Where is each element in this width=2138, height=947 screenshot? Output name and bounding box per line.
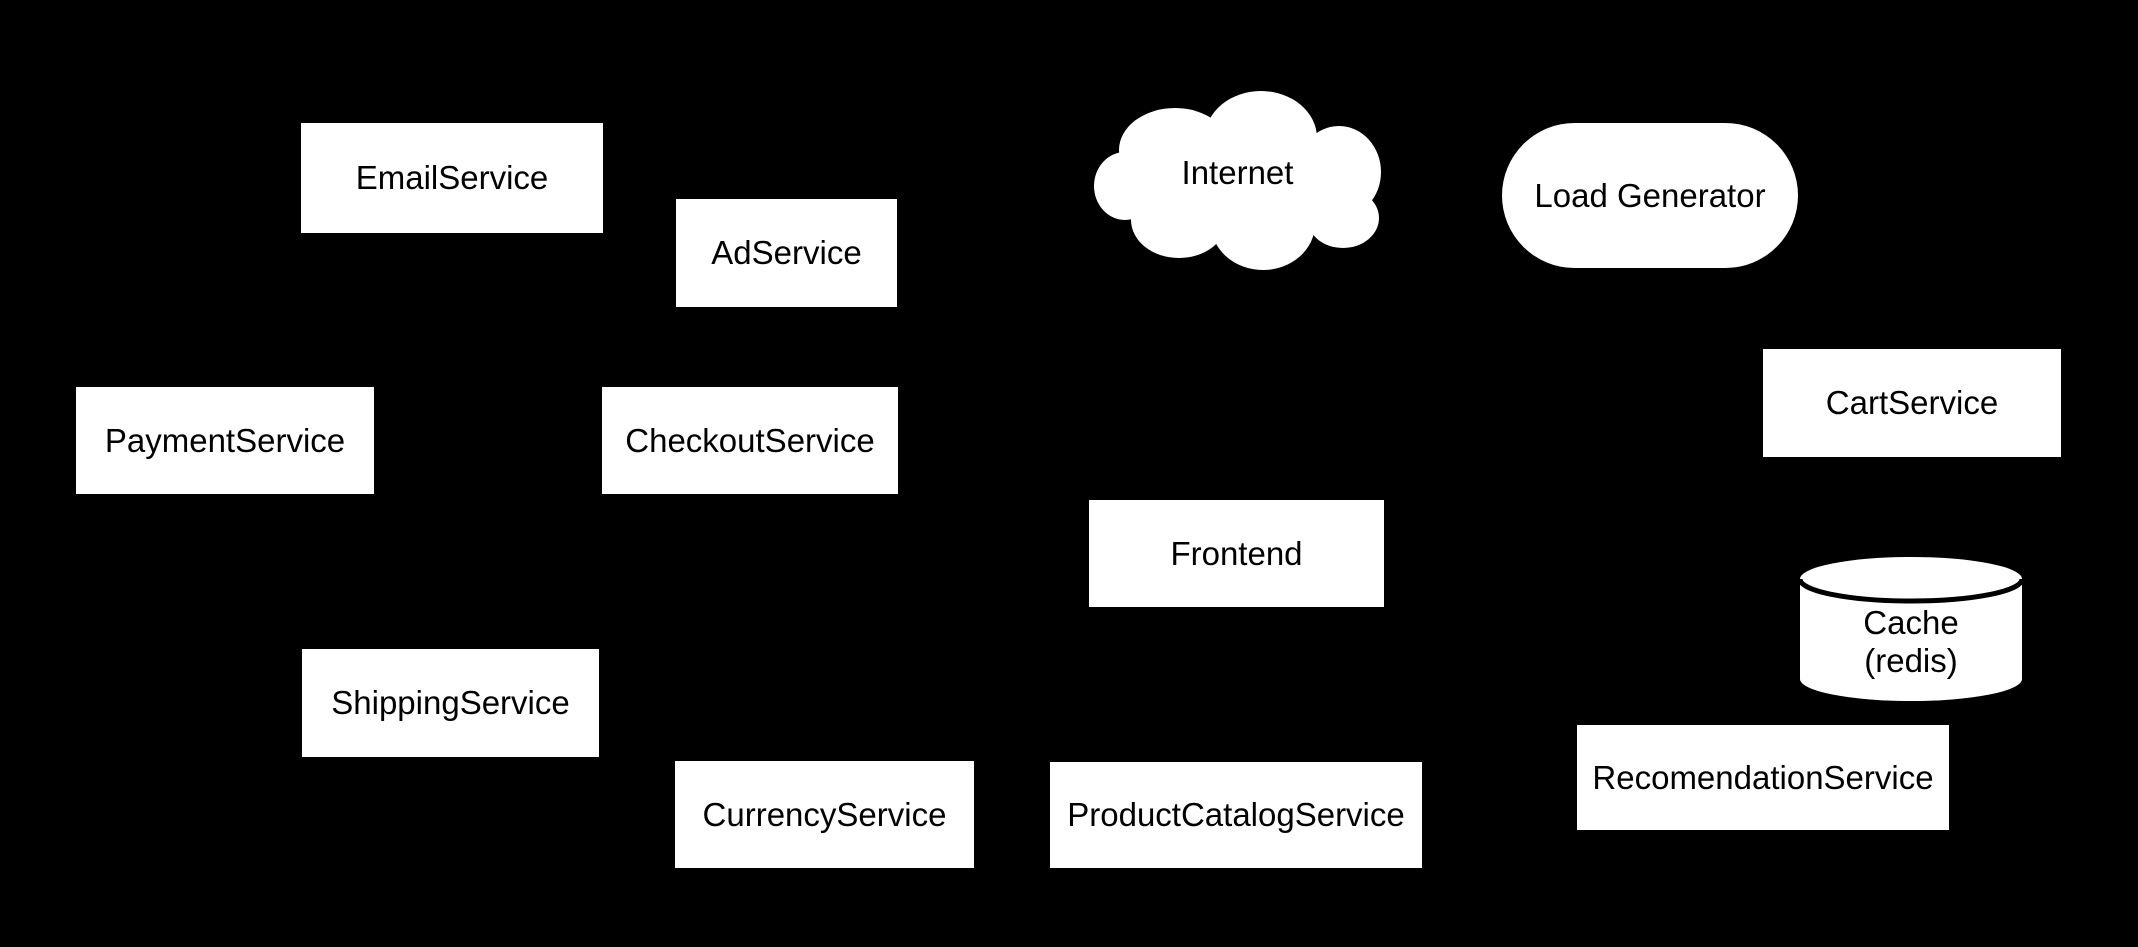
node-label-internet: Internet: [1181, 153, 1294, 191]
node-label-load-generator: Load Generator: [1534, 176, 1766, 214]
node-label-payment-service: PaymentService: [104, 421, 346, 459]
node-ad-service: AdService: [676, 199, 897, 307]
internet-cloud-icon: [1094, 91, 1381, 270]
node-shipping-service: ShippingService: [302, 649, 599, 757]
node-payment-service: PaymentService: [76, 387, 374, 494]
node-product-catalog-service: ProductCatalogService: [1050, 762, 1422, 868]
node-cart-service: CartService: [1763, 349, 2061, 457]
node-currency-service: CurrencyService: [675, 761, 974, 868]
node-label-frontend: Frontend: [1170, 534, 1303, 572]
node-email-service: EmailService: [301, 123, 603, 233]
node-label-product-catalog-service: ProductCatalogService: [1067, 796, 1405, 834]
node-label-cache-redis: Cache (redis): [1863, 604, 1959, 679]
node-checkout-service: CheckoutService: [602, 387, 898, 494]
node-label-recomendation-service: RecomendationService: [1592, 758, 1934, 796]
node-cache-redis: Cache (redis): [1800, 555, 2022, 703]
node-label-cart-service: CartService: [1825, 384, 1999, 422]
node-label-ad-service: AdService: [711, 234, 862, 272]
node-label-checkout-service: CheckoutService: [625, 421, 875, 459]
node-internet: Internet: [1093, 88, 1382, 273]
node-label-shipping-service: ShippingService: [331, 684, 570, 722]
node-label-currency-service: CurrencyService: [702, 795, 947, 833]
database-cylinder-icon: [1800, 557, 2022, 701]
node-recomendation-service: RecomendationService: [1577, 725, 1949, 830]
node-load-generator: Load Generator: [1502, 123, 1798, 268]
node-label-email-service: EmailService: [355, 159, 549, 197]
node-frontend: Frontend: [1089, 500, 1384, 607]
